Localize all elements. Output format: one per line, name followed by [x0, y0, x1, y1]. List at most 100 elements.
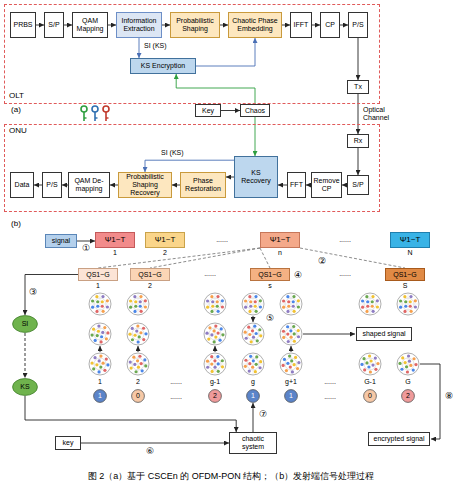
- node-text: SI: [22, 320, 29, 328]
- constellation-point: [401, 356, 404, 359]
- constellation-point: [283, 358, 286, 361]
- constellation-ring: [242, 323, 264, 345]
- callout-number: ①: [82, 244, 90, 254]
- constellation-point: [105, 337, 108, 340]
- constellation-point: [369, 359, 372, 362]
- node-text: PRBS: [13, 21, 32, 29]
- index-label: G-1: [364, 378, 376, 386]
- constellation: [397, 293, 419, 315]
- constellation-point: [91, 306, 94, 309]
- constellation-point: [365, 295, 368, 298]
- node-text: shaped signal: [362, 330, 405, 338]
- constellation-point: [137, 366, 140, 369]
- qs-box: QS1~G: [78, 268, 118, 281]
- constellation-axis: [398, 354, 418, 374]
- constellation-point: [133, 363, 136, 366]
- constellation-point: [400, 368, 403, 371]
- index-label: S: [403, 282, 408, 290]
- constellation-point: [97, 324, 100, 327]
- constellation-axis: [243, 354, 263, 374]
- constellation-point: [414, 299, 417, 302]
- constellation-point: [259, 334, 262, 337]
- connector: [25, 396, 236, 432]
- constellation-point: [218, 339, 221, 342]
- constellation-point: [128, 333, 131, 336]
- node-text: Rx: [354, 137, 363, 145]
- node-text: Remove CP: [313, 177, 340, 192]
- constellation-point: [247, 326, 250, 329]
- constellation-point: [205, 332, 208, 335]
- output-box: shaped signal: [356, 327, 412, 341]
- si-ellipse: SI: [12, 315, 38, 333]
- qs-box: QS1~G: [385, 268, 425, 281]
- constellation-point: [105, 357, 108, 360]
- index-label: 2: [163, 249, 167, 257]
- constellation-point: [287, 305, 290, 308]
- constellation-point: [106, 331, 109, 334]
- constellation-point: [139, 295, 142, 298]
- constellation-point: [286, 325, 289, 328]
- constellation-point: [130, 367, 133, 370]
- qs-box: QS1~G: [130, 268, 170, 281]
- bit-circle: 0: [363, 389, 377, 403]
- constellation-point: [251, 329, 254, 332]
- constellation-point: [288, 355, 291, 358]
- constellation-point: [250, 340, 253, 343]
- constellation-point: [371, 305, 374, 308]
- ellipsis: ......: [216, 236, 228, 244]
- key-icon: [105, 112, 107, 121]
- connector: [253, 403, 254, 432]
- constellation-point: [297, 299, 300, 302]
- constellation-point: [366, 305, 369, 308]
- constellation-point: [103, 369, 106, 372]
- constellation-point: [143, 358, 146, 361]
- constellation-ring: [359, 353, 381, 375]
- constellation-point: [406, 370, 409, 373]
- constellation-point: [245, 337, 248, 340]
- connector: [108, 25, 116, 26]
- constellation-point: [252, 336, 255, 339]
- constellation-point: [398, 362, 401, 365]
- constellation-point: [220, 327, 223, 330]
- constellation-point: [254, 295, 257, 298]
- process-box: S/P: [44, 12, 64, 38]
- constellation-point: [142, 327, 145, 330]
- constellation-point: [409, 364, 412, 367]
- constellation-ring: [204, 323, 226, 345]
- constellation-point: [134, 305, 137, 308]
- constellation-point: [297, 361, 300, 364]
- constellation-axis: [243, 324, 263, 344]
- node-text: P/S: [352, 21, 363, 29]
- constellation-point: [368, 354, 371, 357]
- constellation-point: [138, 335, 141, 338]
- constellation-point: [98, 359, 101, 362]
- step-arrow: [100, 346, 101, 352]
- bit-circle: 1: [284, 389, 298, 403]
- constellation-ring: [280, 323, 302, 345]
- constellation-point: [372, 310, 375, 313]
- constellation-point: [244, 331, 247, 334]
- connector: [196, 38, 255, 66]
- constellation-point: [289, 366, 292, 369]
- node-text: Ψ1~T: [400, 236, 421, 245]
- process-box: Remove CP: [311, 172, 342, 198]
- ellipse-shape: [402, 390, 415, 403]
- index-label: N: [407, 249, 412, 257]
- index-label: n: [278, 249, 282, 257]
- constellation: [280, 353, 302, 375]
- bit-circle: 2: [401, 389, 415, 403]
- node-text: Ψ1~T: [155, 236, 176, 245]
- constellation-point: [106, 299, 109, 302]
- ellipsis: ......: [170, 378, 182, 386]
- key-icon: [92, 106, 98, 112]
- constellation-point: [289, 329, 292, 332]
- constellation-point: [362, 357, 365, 360]
- constellation-point: [259, 305, 262, 308]
- connector: [34, 185, 42, 186]
- connector: [25, 333, 26, 378]
- node-text: IFFT: [294, 21, 309, 29]
- constellation: [89, 353, 111, 375]
- constellation-axis: [281, 294, 301, 314]
- connector-label: SI (KS): [160, 149, 185, 157]
